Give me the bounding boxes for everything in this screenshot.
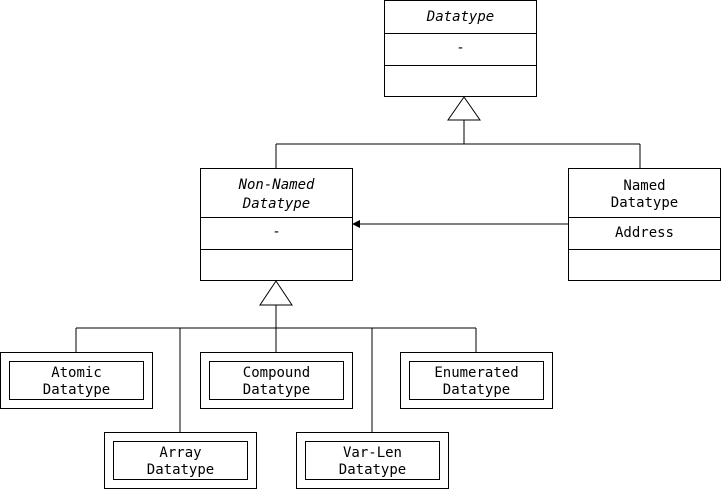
class-named-operations (569, 249, 720, 281)
class-non-named-attribute: - (272, 224, 281, 240)
class-non-named-name-line1: Non-Named (238, 177, 315, 193)
class-enumerated-line1: Enumerated (434, 365, 519, 381)
class-array-line1: Array (159, 445, 202, 461)
class-compound-inner-frame (209, 361, 344, 400)
class-non-named-operations (201, 249, 352, 281)
class-datatype-attributes: - (385, 33, 536, 65)
class-non-named-name-line2: Datatype (242, 196, 311, 212)
class-non-named-datatype: Non-Named Datatype - (200, 168, 353, 281)
class-enumerated-line2: Datatype (442, 382, 511, 398)
class-compound-line2: Datatype (242, 382, 311, 398)
class-array-datatype: Array Datatype (104, 432, 257, 489)
class-atomic-line2: Datatype (42, 382, 111, 398)
class-var-len-datatype: Var-Len Datatype (296, 432, 449, 489)
class-named-attribute: Address (614, 225, 674, 241)
class-compound-line1: Compound (242, 365, 311, 381)
generalization-arrowhead-datatype (447, 96, 481, 121)
class-var-len-inner-frame (305, 441, 440, 480)
class-enumerated-inner-frame (409, 361, 544, 400)
class-named-datatype: Named Datatype Address (568, 168, 721, 281)
class-datatype-attribute: - (456, 40, 465, 56)
class-var-len-line2: Datatype (338, 462, 407, 478)
class-compound-datatype: Compound Datatype (200, 352, 353, 409)
class-array-inner-frame (113, 441, 248, 480)
class-datatype-name: Datatype (426, 9, 495, 25)
class-non-named-attributes: - (201, 217, 352, 249)
class-array-line2: Datatype (146, 462, 215, 478)
class-datatype-operations (385, 65, 536, 97)
class-enumerated-datatype: Enumerated Datatype (400, 352, 553, 409)
class-atomic-inner-frame (9, 361, 144, 400)
class-named-attributes: Address (569, 217, 720, 249)
class-named-name-line1: Named (623, 178, 666, 194)
association-arrowhead (352, 220, 360, 228)
class-datatype: Datatype - (384, 0, 537, 97)
class-atomic-datatype: Atomic Datatype (0, 352, 153, 409)
generalization-arrowhead-non-named (259, 280, 293, 306)
class-named-name-line2: Datatype (610, 195, 679, 211)
class-var-len-line1: Var-Len (342, 445, 402, 461)
class-atomic-line1: Atomic (51, 365, 102, 381)
